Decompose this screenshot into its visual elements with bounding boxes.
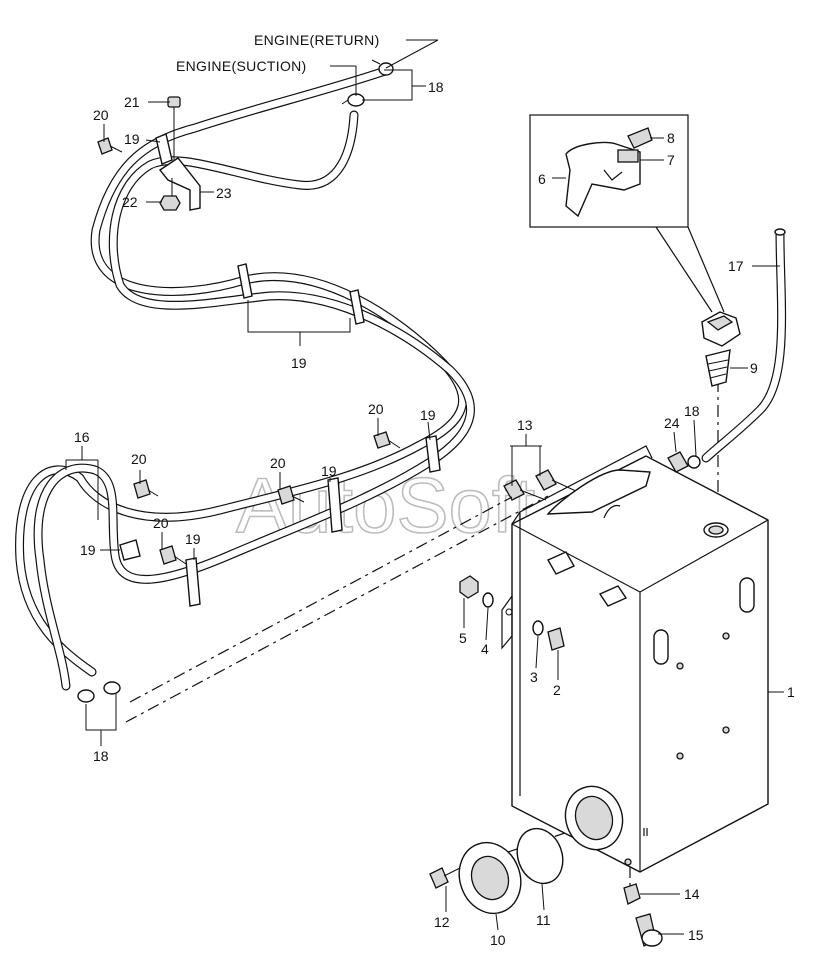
part-number-13: 13 — [517, 417, 533, 433]
breather-fitting — [667, 451, 701, 473]
part-number-14: 14 — [684, 886, 700, 902]
part-number-20-top: 20 — [93, 107, 109, 123]
part-number-5: 5 — [459, 630, 467, 646]
part-number-19-upper-clips: 19 — [291, 355, 307, 371]
part-number-15: 15 — [688, 927, 704, 943]
breather-hose — [701, 228, 787, 463]
part-number-23: 23 — [216, 185, 232, 201]
drain-valve — [635, 913, 663, 947]
sender-gasket — [516, 827, 564, 885]
fuel-cap — [701, 311, 741, 347]
part-number-19-left: 19 — [80, 542, 96, 558]
leader-lines — [65, 39, 784, 935]
fuel-cap-detail-box — [529, 114, 725, 313]
suction-hose — [15, 65, 468, 677]
part-number-20-mid: 20 — [368, 401, 384, 417]
engine-suction-label: ENGINE(SUCTION) — [176, 58, 307, 74]
part-number-21: 21 — [124, 94, 140, 110]
part-number-19-lower: 19 — [185, 531, 201, 547]
part-number-22: 22 — [122, 194, 138, 210]
part-number-16: 16 — [74, 429, 90, 445]
part-number-6: 6 — [538, 171, 546, 187]
bolts-20 — [97, 137, 401, 565]
part-number-7: 7 — [667, 152, 675, 168]
part-number-18-engine-clamps: 18 — [428, 79, 444, 95]
drain-plug — [623, 883, 641, 905]
part-number-20-left: 20 — [131, 451, 147, 467]
sender-bolt — [429, 867, 461, 889]
part-number-19-bracket: 19 — [124, 131, 140, 147]
engine-suction-clamp — [341, 93, 365, 107]
return-hose — [33, 110, 475, 691]
fill-filter-strainer — [705, 349, 731, 387]
part-number-1: 1 — [787, 684, 795, 700]
part-number-10: 10 — [490, 932, 506, 948]
part-number-18-breather: 18 — [684, 403, 700, 419]
sender-cover — [458, 841, 522, 915]
part-number-11: 11 — [536, 912, 551, 928]
part-number-4: 4 — [481, 641, 489, 657]
part-number-20-lower: 20 — [153, 515, 169, 531]
part-number-12: 12 — [434, 914, 450, 930]
part-number-3: 3 — [530, 669, 538, 685]
fuel-tank — [501, 445, 769, 873]
engine-return-label: ENGINE(RETURN) — [254, 32, 380, 48]
part-number-19-mid: 19 — [420, 407, 436, 423]
hose-bracket-assembly — [158, 96, 201, 211]
part-number-2: 2 — [553, 682, 561, 698]
part-number-20-center: 20 — [270, 455, 286, 471]
part-number-8: 8 — [667, 130, 675, 146]
tank-mounting-hardware — [459, 575, 565, 651]
part-number-17: 17 — [728, 258, 744, 274]
tank-connectors — [503, 469, 579, 501]
part-number-18-lower: 18 — [93, 748, 109, 764]
part-number-9: 9 — [750, 360, 758, 376]
hose-end-clamps — [77, 681, 121, 703]
part-number-19-center: 19 — [321, 463, 337, 479]
part-number-24: 24 — [664, 415, 680, 431]
